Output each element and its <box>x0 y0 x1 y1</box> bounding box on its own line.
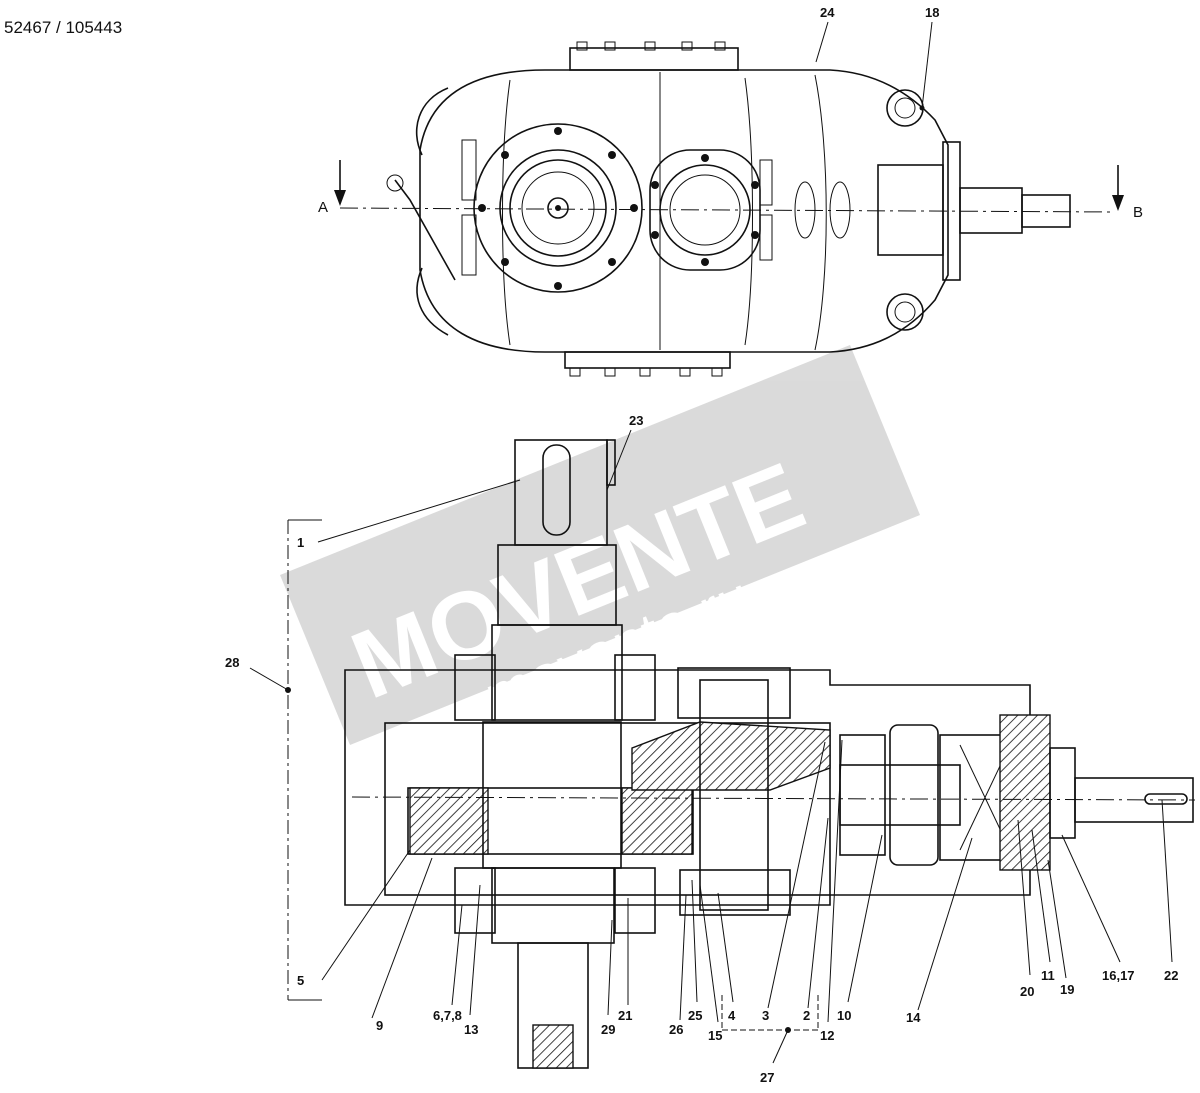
callout-3: 3 <box>762 1008 769 1023</box>
callout-5: 5 <box>297 973 304 988</box>
callout-26: 26 <box>669 1022 683 1037</box>
callout-24: 24 <box>820 5 835 20</box>
callout-11: 11 <box>1041 968 1055 983</box>
bull-gear-hub <box>482 721 622 869</box>
callout-15: 15 <box>708 1028 722 1043</box>
callout-9: 9 <box>376 1018 383 1033</box>
top-housing-lip-upper <box>415 87 449 156</box>
callout-13: 13 <box>464 1022 478 1037</box>
lower-bearing-left <box>454 867 496 934</box>
lifting-eye-lower <box>886 293 924 331</box>
countershaft-bearing-bottom <box>679 869 791 916</box>
countershaft-bearing-top <box>677 667 791 719</box>
top-flange-lower <box>564 351 731 369</box>
output-shaft <box>1021 194 1071 228</box>
section-label-a: A <box>318 199 328 216</box>
document-id: 52467 / 105443 <box>4 18 123 37</box>
oil-gauge <box>394 179 456 281</box>
callout-1: 1 <box>297 535 304 550</box>
callout-25: 25 <box>688 1008 702 1023</box>
callout-20: 20 <box>1020 984 1034 999</box>
top-ribs <box>502 72 827 351</box>
pinion-shaft <box>839 764 961 826</box>
bull-gear-hatch-right <box>621 787 693 855</box>
callout-4: 4 <box>728 1008 736 1023</box>
callout-27: 27 <box>760 1070 774 1085</box>
watermark: MOVENTE movente.ru <box>280 345 920 745</box>
bevel-gear-hatch <box>631 721 831 791</box>
section-view: 23 1 28 5 9 6,7,8 13 29 21 26 25 15 4 3 … <box>225 413 1196 1085</box>
callout-21: 21 <box>618 1008 632 1023</box>
callout-23: 23 <box>629 413 643 428</box>
input-shaft-step-2 <box>491 624 623 721</box>
leader-lines <box>317 429 1173 1023</box>
section-label-b: B <box>1133 204 1143 221</box>
callout-2: 2 <box>803 1008 810 1023</box>
main-bearing-cover <box>473 123 643 293</box>
callout-18: 18 <box>925 5 939 20</box>
callout-6-7-8: 6,7,8 <box>433 1008 462 1023</box>
callout-12: 12 <box>820 1028 834 1043</box>
callout-16-17: 16,17 <box>1102 968 1135 983</box>
top-side-housing <box>877 164 944 256</box>
lower-bearing-right <box>614 867 656 934</box>
upper-bearing-right <box>614 654 656 721</box>
shaft-seal <box>1049 747 1076 839</box>
callout-14: 14 <box>906 1010 921 1025</box>
lower-shaft-thread <box>532 1024 574 1069</box>
shaft-axis <box>351 796 1196 801</box>
bolt-row <box>461 139 851 276</box>
callout-29: 29 <box>601 1022 615 1037</box>
top-view: A B 24 18 <box>318 5 1143 377</box>
bull-gear-hatch-left <box>409 787 489 855</box>
output-shaft-collar <box>959 187 1023 234</box>
callout-10: 10 <box>837 1008 851 1023</box>
pinion-keyway <box>1144 793 1188 805</box>
top-housing-outline <box>419 69 949 353</box>
callout-28: 28 <box>225 655 239 670</box>
end-cover-hatch <box>999 714 1051 871</box>
pinion-bearing-2 <box>889 724 939 866</box>
top-housing-lip-lower <box>416 267 449 336</box>
housing-inner-wall <box>384 722 831 896</box>
countershaft <box>699 679 769 911</box>
upper-bearing-left <box>454 654 496 721</box>
shaft-keyway <box>542 444 571 536</box>
callout-22: 22 <box>1164 968 1178 983</box>
callout-19: 19 <box>1060 982 1074 997</box>
bull-gear-body <box>407 787 694 855</box>
lifting-eye-upper <box>886 89 924 127</box>
top-flange-upper <box>569 47 739 71</box>
pinion-bearing-1 <box>839 734 886 856</box>
section-line-ab <box>339 207 1116 213</box>
